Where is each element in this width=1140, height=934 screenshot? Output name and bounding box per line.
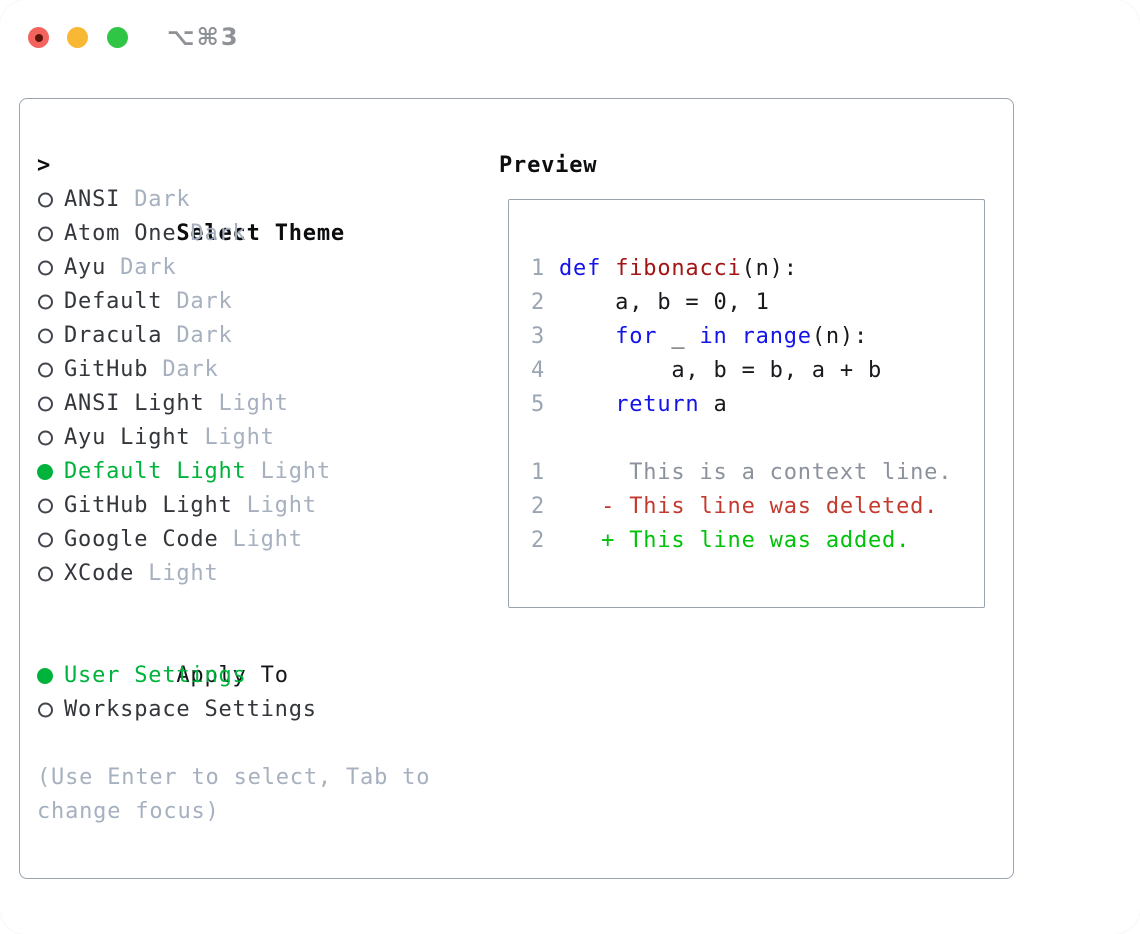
radio-off-icon: [37, 532, 53, 548]
theme-name: Default: [64, 289, 163, 314]
maximize-button[interactable]: [107, 27, 128, 48]
radio-on-icon: [37, 464, 53, 480]
theme-name: Dracula: [64, 323, 163, 348]
theme-variant-badge: Light: [204, 391, 289, 416]
theme-option-7[interactable]: Ayu Light Light: [37, 421, 487, 455]
code-line: 2 a, b = 0, 1: [531, 286, 984, 320]
apply-to-header: Apply To: [37, 625, 487, 688]
apply-option-0[interactable]: User Settings: [37, 659, 487, 693]
theme-variant-badge: Dark: [148, 357, 219, 382]
theme-option-3[interactable]: Default Dark: [37, 285, 487, 319]
theme-variant-badge: Dark: [176, 221, 247, 246]
radio-on-icon: [37, 668, 53, 684]
theme-variant-badge: Light: [190, 425, 275, 450]
radio-off-icon: [37, 328, 53, 344]
theme-variant-badge: Light: [134, 561, 219, 586]
radio-off-icon: [37, 396, 53, 412]
apply-to-title: Apply To: [176, 663, 289, 688]
radio-off-icon: [37, 498, 53, 514]
line-number: 2: [531, 494, 546, 519]
spacer: [37, 727, 487, 761]
code-line: 5 return a: [531, 388, 984, 422]
theme-option-8[interactable]: Default Light Light: [37, 455, 487, 489]
theme-variant-badge: Light: [218, 527, 303, 552]
select-theme-title: Select Theme: [176, 221, 345, 246]
theme-option-4[interactable]: Dracula Dark: [37, 319, 487, 353]
radio-off-icon: [37, 566, 53, 582]
help-text-line-2: change focus): [37, 799, 220, 824]
radio-off-icon: [37, 362, 53, 378]
theme-option-2[interactable]: Ayu Dark: [37, 251, 487, 285]
theme-option-11[interactable]: XCode Light: [37, 557, 487, 591]
apply-option-label: User Settings: [64, 663, 247, 688]
theme-variant-badge: Light: [232, 493, 317, 518]
code-line: 3 for _ in range(n):: [531, 320, 984, 354]
spacer: [37, 591, 487, 625]
theme-option-6[interactable]: ANSI Light Light: [37, 387, 487, 421]
preview-title: Preview: [499, 153, 598, 178]
theme-option-0[interactable]: ANSI Dark: [37, 183, 487, 217]
theme-option-5[interactable]: GitHub Dark: [37, 353, 487, 387]
theme-variant-badge: Dark: [162, 323, 233, 348]
code-line: 1 This is a context line.: [531, 456, 984, 490]
radio-off-icon: [37, 226, 53, 242]
line-number: 5: [531, 392, 546, 417]
theme-option-9[interactable]: GitHub Light Light: [37, 489, 487, 523]
radio-off-icon: [37, 430, 53, 446]
theme-variant-badge: Dark: [162, 289, 233, 314]
close-button[interactable]: [28, 27, 49, 48]
apply-option-label: Workspace Settings: [64, 697, 317, 722]
apply-option-1[interactable]: Workspace Settings: [37, 693, 487, 727]
code-line: 4 a, b = b, a + b: [531, 354, 984, 388]
line-number: 4: [531, 358, 546, 383]
theme-variant-badge: Light: [246, 459, 331, 484]
theme-name: ANSI: [64, 187, 121, 212]
theme-name: GitHub Light: [64, 493, 233, 518]
theme-name: Default Light: [64, 459, 247, 484]
line-number: 2: [531, 528, 546, 553]
window-titlebar: ⌥⌘3: [0, 0, 1140, 76]
code-line: [531, 422, 984, 456]
theme-name: Google Code: [64, 527, 219, 552]
theme-option-1[interactable]: Atom One Dark: [37, 217, 487, 251]
window-title: ⌥⌘3: [167, 23, 240, 51]
line-number: 1: [531, 460, 546, 485]
help-text-line-1: (Use Enter to select, Tab to: [37, 765, 431, 790]
radio-off-icon: [37, 294, 53, 310]
theme-name: GitHub: [64, 357, 149, 382]
theme-variant-badge: Dark: [120, 187, 191, 212]
theme-variant-badge: Dark: [106, 255, 177, 280]
line-number: 2: [531, 290, 546, 315]
prompt-caret-icon: >: [37, 153, 52, 178]
code-line: 2 - This line was deleted.: [531, 490, 984, 524]
theme-name: XCode: [64, 561, 135, 586]
close-dot-icon: [34, 33, 43, 42]
theme-name: Ayu: [64, 255, 107, 280]
code-line: 2 + This line was added.: [531, 524, 984, 558]
theme-name: Ayu Light: [64, 425, 191, 450]
theme-name: ANSI Light: [64, 391, 205, 416]
radio-off-icon: [37, 260, 53, 276]
theme-name: Atom One: [64, 221, 177, 246]
line-number: 1: [531, 256, 546, 281]
line-number: 3: [531, 324, 546, 349]
minimize-button[interactable]: [67, 27, 88, 48]
select-theme-header: > Select Theme: [37, 149, 487, 246]
radio-off-icon: [37, 192, 53, 208]
radio-off-icon: [37, 702, 53, 718]
theme-option-10[interactable]: Google Code Light: [37, 523, 487, 557]
